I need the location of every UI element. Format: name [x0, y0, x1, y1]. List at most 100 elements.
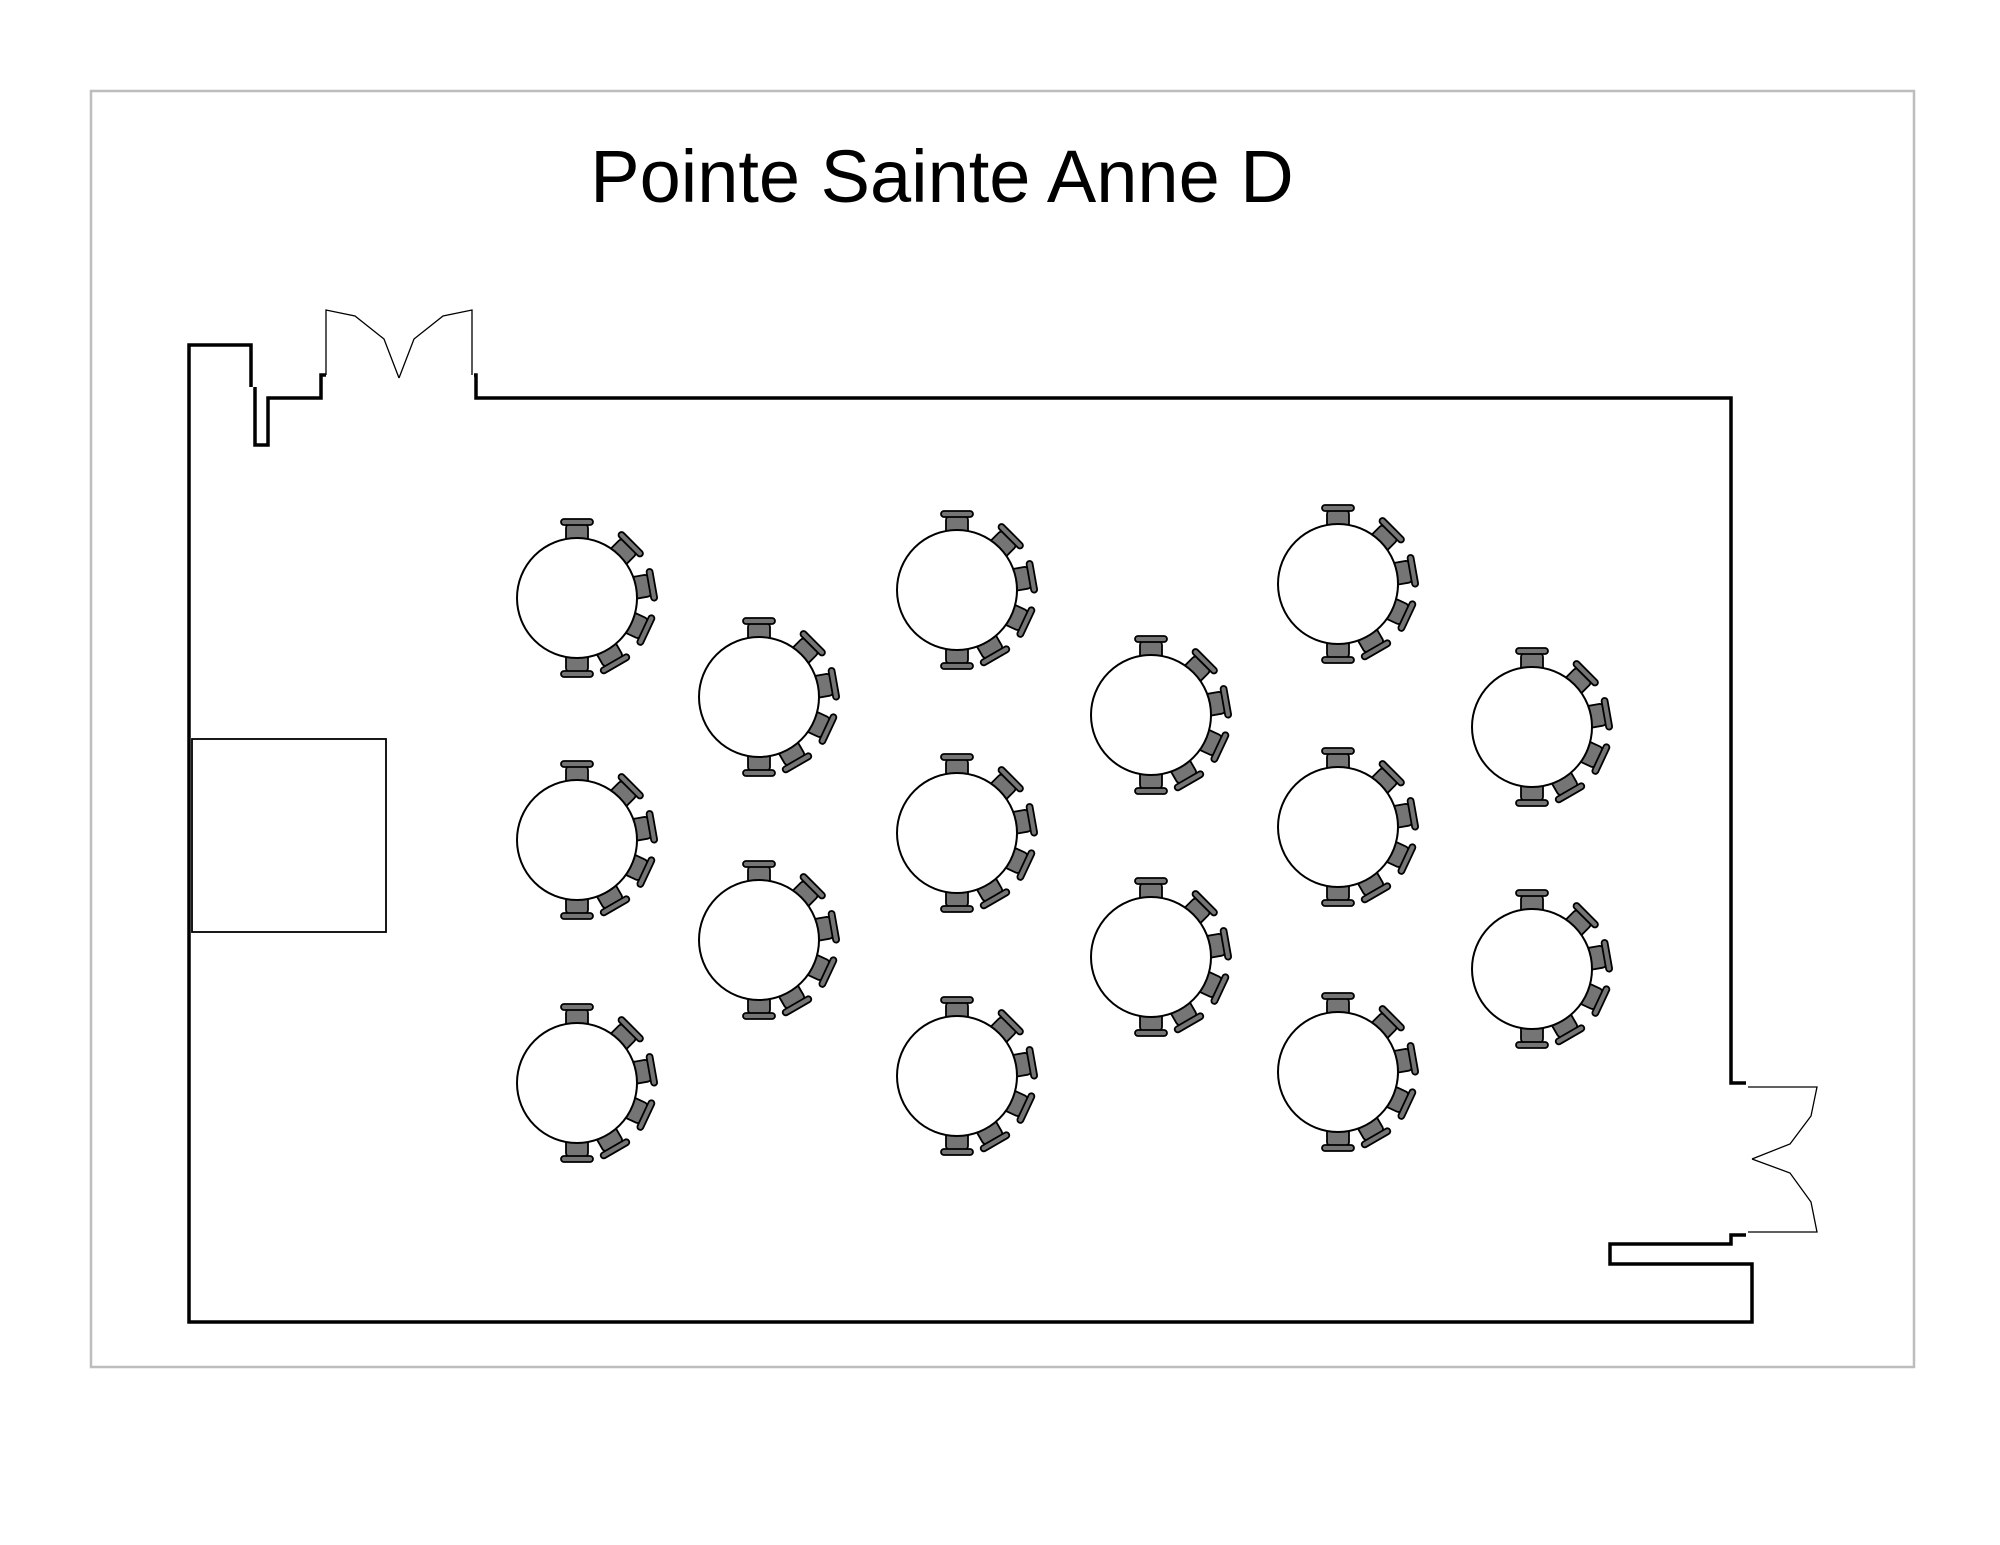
chair-back — [979, 1131, 1011, 1153]
chair-back — [599, 895, 631, 917]
chair-back — [1591, 985, 1611, 1017]
chair-back — [940, 1148, 974, 1156]
round-table-5 — [698, 860, 841, 1020]
chair — [619, 1095, 656, 1131]
table-top — [698, 879, 820, 1001]
chair-back — [1360, 1127, 1392, 1149]
chair-back — [1134, 787, 1168, 795]
chair-back — [1025, 803, 1039, 837]
chair-back — [1360, 639, 1392, 661]
chair-back — [560, 1155, 594, 1163]
chair-back — [1173, 1012, 1205, 1034]
chair-back — [1378, 517, 1405, 544]
chair-back — [799, 630, 826, 657]
table-top — [896, 1015, 1018, 1137]
table-top — [516, 1022, 638, 1144]
chair-back — [1219, 927, 1233, 961]
door-top — [325, 309, 473, 379]
chair-back — [1406, 797, 1420, 831]
round-table-10 — [1090, 877, 1233, 1037]
chair-back — [1210, 973, 1230, 1005]
chair-back — [997, 1009, 1024, 1036]
chair-back — [636, 856, 656, 888]
chair-back — [1572, 660, 1599, 687]
table-top — [896, 772, 1018, 894]
chair-back — [1600, 697, 1614, 731]
round-table-2 — [516, 760, 659, 920]
chair-back — [560, 760, 594, 768]
chair-back — [979, 888, 1011, 910]
door-right — [1664, 1086, 1818, 1245]
table-top — [698, 636, 820, 758]
chair-back — [1134, 877, 1168, 885]
chair-back — [645, 568, 659, 602]
chair-back — [1515, 889, 1549, 897]
chair-back — [940, 662, 974, 670]
round-table-12 — [1277, 747, 1420, 907]
chair-back — [997, 766, 1024, 793]
chair-back — [1025, 1046, 1039, 1080]
chair-back — [1321, 656, 1355, 664]
chair-back — [1515, 1041, 1549, 1049]
table-top — [1277, 766, 1399, 888]
chair-back — [1378, 1005, 1405, 1032]
chair-back — [645, 1053, 659, 1087]
chair-back — [636, 1099, 656, 1131]
plan-title: Pointe Sainte Anne D — [590, 135, 1294, 218]
table-top — [1471, 666, 1593, 788]
chair-back — [1134, 1029, 1168, 1037]
chair-back — [1016, 1092, 1036, 1124]
chair-back — [1210, 731, 1230, 763]
round-table-11 — [1277, 504, 1420, 664]
chair-back — [742, 860, 776, 868]
chair-back — [1016, 606, 1036, 638]
chair-back — [781, 752, 813, 774]
chair-back — [1406, 554, 1420, 588]
chair-back — [1321, 899, 1355, 907]
door-right-lower-leaf — [1748, 1158, 1818, 1233]
chair-back — [1173, 770, 1205, 792]
chair-back — [1360, 882, 1392, 904]
chair-back — [799, 873, 826, 900]
chair-back — [1321, 504, 1355, 512]
chair-back — [1016, 849, 1036, 881]
round-table-13 — [1277, 992, 1420, 1152]
table-top — [1090, 654, 1212, 776]
chair-back — [742, 769, 776, 777]
chair-back — [617, 773, 644, 800]
table-top — [516, 537, 638, 659]
chair-back — [1515, 647, 1549, 655]
table-top — [896, 529, 1018, 651]
page-frame — [89, 89, 1916, 1369]
chair-back — [560, 518, 594, 526]
table-top — [1277, 523, 1399, 645]
door-right-upper-leaf — [1748, 1086, 1818, 1160]
chair-back — [979, 645, 1011, 667]
round-table-15 — [1471, 889, 1614, 1049]
chair-back — [997, 523, 1024, 550]
chair-back — [560, 670, 594, 678]
chair-back — [742, 617, 776, 625]
table-top — [516, 779, 638, 901]
chair-back — [636, 614, 656, 646]
chair-back — [1572, 902, 1599, 929]
chair-back — [940, 753, 974, 761]
chair-back — [781, 995, 813, 1017]
room-wall — [187, 343, 1754, 1324]
round-table-3 — [516, 1003, 659, 1163]
chair-back — [1219, 685, 1233, 719]
chair-back — [742, 1012, 776, 1020]
stage-platform — [191, 738, 387, 933]
chair-back — [818, 956, 838, 988]
chair-back — [940, 996, 974, 1004]
round-table-4 — [698, 617, 841, 777]
chair-back — [1397, 843, 1417, 875]
chair-back — [818, 713, 838, 745]
chair — [742, 617, 776, 646]
chair-back — [617, 531, 644, 558]
chair — [788, 873, 826, 911]
chair-back — [617, 1016, 644, 1043]
chair-back — [599, 1138, 631, 1160]
round-table-8 — [896, 996, 1039, 1156]
